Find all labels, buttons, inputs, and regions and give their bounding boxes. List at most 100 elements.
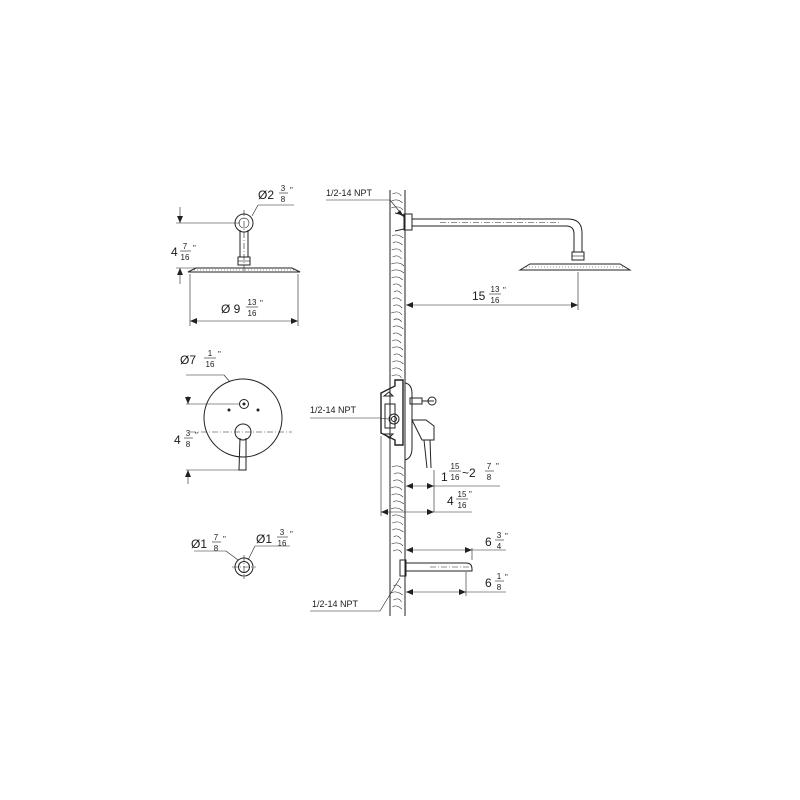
wall-hatch-stroke xyxy=(392,521,404,526)
front-trim-plate-view xyxy=(185,374,292,484)
wall-hatch-stroke xyxy=(391,206,404,211)
label-npt-arm: 1/2-14 NPT xyxy=(326,188,373,198)
dim-trim-dia: Ø7 1 16 " xyxy=(180,349,221,369)
wall-hatch-stroke xyxy=(393,353,403,358)
dim-arm-drop: 4 7 16 " xyxy=(171,242,196,262)
wall-hatch-stroke xyxy=(393,318,402,323)
wall-hatch-stroke xyxy=(392,339,402,344)
wall-hatch-stroke xyxy=(393,304,403,309)
wall-hatch-stroke xyxy=(391,465,404,470)
wall-hatch-stroke xyxy=(392,367,403,372)
svg-text:1: 1 xyxy=(497,572,502,581)
side-valve xyxy=(310,379,500,516)
wall-hatch-stroke xyxy=(391,269,405,274)
wall-hatch-stroke xyxy=(393,584,402,589)
svg-text:8: 8 xyxy=(497,583,502,592)
wall-hatch-stroke xyxy=(392,234,404,239)
svg-text:13: 13 xyxy=(248,298,257,307)
svg-text:": " xyxy=(505,532,508,541)
side-shower-arm xyxy=(326,199,632,310)
svg-text:~2: ~2 xyxy=(462,466,476,480)
svg-text:4: 4 xyxy=(447,494,454,508)
wall-hatch-stroke xyxy=(392,360,404,365)
svg-text:": " xyxy=(469,490,472,499)
wall-hatch-stroke xyxy=(392,514,405,519)
svg-text:Ø2: Ø2 xyxy=(258,188,274,202)
dim-spout-length: 6 3 4 " xyxy=(485,531,508,551)
svg-text:": " xyxy=(223,535,226,544)
svg-text:16: 16 xyxy=(206,360,215,369)
wall-hatch-stroke xyxy=(393,500,405,505)
front-shower-head-view xyxy=(176,204,301,326)
svg-text:3: 3 xyxy=(281,184,286,193)
wall-hatch-stroke xyxy=(393,598,402,603)
wall-hatch-stroke xyxy=(393,535,402,540)
dim-valve-depth: 1 15 16 ~2 7 8 " xyxy=(441,462,499,484)
svg-text:16: 16 xyxy=(181,253,190,262)
dim-valve-total: 4 15 16 " xyxy=(447,490,472,510)
svg-text:Ø 9: Ø 9 xyxy=(221,302,241,316)
wall-hatch-stroke xyxy=(390,507,404,512)
svg-text:Ø7: Ø7 xyxy=(180,353,196,367)
svg-text:": " xyxy=(496,462,499,471)
svg-text:": " xyxy=(260,299,263,308)
wall-hatch-stroke xyxy=(392,549,402,554)
svg-text:7: 7 xyxy=(183,242,188,251)
wall-hatch-stroke xyxy=(392,192,402,197)
svg-text:": " xyxy=(195,431,198,440)
svg-text:Ø1: Ø1 xyxy=(191,537,207,551)
svg-text:16: 16 xyxy=(248,309,257,318)
svg-text:4: 4 xyxy=(497,542,502,551)
svg-text:1: 1 xyxy=(441,470,448,484)
svg-text:": " xyxy=(290,186,293,195)
wall-hatch-stroke xyxy=(392,528,404,533)
svg-text:7: 7 xyxy=(214,533,219,542)
svg-text:6: 6 xyxy=(485,576,492,590)
dim-head-dia: Ø 9 13 16 " xyxy=(221,298,263,318)
wall-hatch-stroke xyxy=(393,472,404,477)
wall-hatch-stroke xyxy=(392,283,402,288)
wall-hatch-stroke xyxy=(391,276,403,281)
svg-text:16: 16 xyxy=(458,501,467,510)
wall-hatch-stroke xyxy=(391,493,404,498)
wall-hatch-stroke xyxy=(391,374,402,379)
svg-text:1: 1 xyxy=(208,349,213,358)
svg-text:8: 8 xyxy=(281,195,286,204)
dim-spout-reach: 6 1 8 " xyxy=(485,572,508,592)
svg-text:": " xyxy=(503,286,506,295)
wall-hatch-stroke xyxy=(392,255,402,260)
label-npt-valve: 1/2-14 NPT xyxy=(310,405,357,415)
wall-hatch-stroke xyxy=(391,248,402,253)
svg-text:16: 16 xyxy=(451,473,460,482)
svg-text:Ø1: Ø1 xyxy=(256,532,272,546)
svg-text:1/2-14 NPT: 1/2-14 NPT xyxy=(326,188,373,198)
svg-text:3: 3 xyxy=(186,429,191,438)
svg-text:8: 8 xyxy=(214,544,219,553)
wall-hatch-stroke xyxy=(391,262,405,267)
svg-text:15: 15 xyxy=(458,490,467,499)
svg-text:1/2-14 NPT: 1/2-14 NPT xyxy=(312,599,359,609)
svg-text:": " xyxy=(193,244,196,253)
wall-hatch-stroke xyxy=(393,479,403,484)
front-spout-view xyxy=(194,545,290,579)
dim-valve-offset: 4 3 8 " xyxy=(174,429,198,449)
wall-hatch-stroke xyxy=(390,486,403,491)
wall-hatch-stroke xyxy=(391,591,403,596)
svg-text:3: 3 xyxy=(280,528,285,537)
svg-text:16: 16 xyxy=(278,539,287,548)
dim-arm-flange-dia: Ø2 3 8 " xyxy=(258,184,293,204)
wall-hatch-stroke xyxy=(393,290,402,295)
svg-text:15: 15 xyxy=(472,289,486,303)
wall-hatch-stroke xyxy=(391,311,402,316)
wall-section xyxy=(389,190,406,616)
svg-text:6: 6 xyxy=(485,535,492,549)
dim-arm-reach: 15 13 16 " xyxy=(472,285,506,305)
side-tub-spout xyxy=(310,547,506,612)
wall-hatch-stroke xyxy=(392,605,402,610)
svg-text:4: 4 xyxy=(171,245,178,259)
svg-text:1/2-14 NPT: 1/2-14 NPT xyxy=(310,405,357,415)
svg-text:3: 3 xyxy=(497,531,502,540)
svg-text:8: 8 xyxy=(186,440,191,449)
dim-spout-inner-dia: Ø1 3 16 " xyxy=(256,528,293,548)
